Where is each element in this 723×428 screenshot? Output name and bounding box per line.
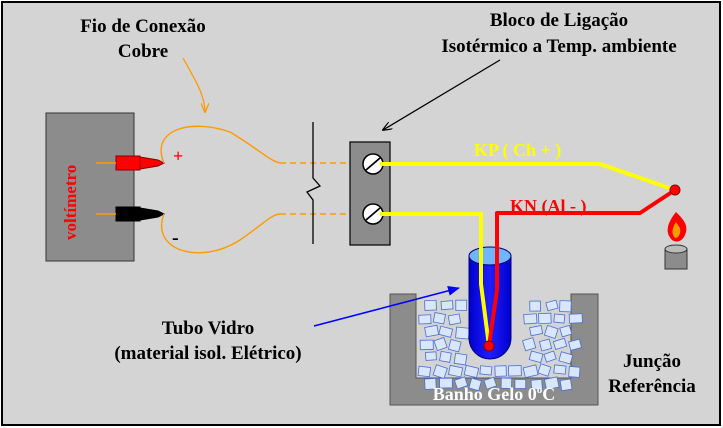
ice-cube <box>424 377 437 390</box>
ice-cube <box>455 326 470 340</box>
ice-cube <box>522 364 539 379</box>
ice-cube <box>522 337 537 352</box>
red-probe-body <box>115 155 141 171</box>
ice-cube <box>447 313 462 326</box>
flame-inner <box>672 222 681 238</box>
ice-cube <box>558 351 574 365</box>
ice-cube <box>523 313 538 325</box>
ice-cube <box>432 364 448 380</box>
voltmeter-body <box>45 112 135 262</box>
black-probe-tip <box>139 207 166 221</box>
ice-cube <box>439 350 452 363</box>
ice-cube <box>468 377 482 392</box>
ice-cube <box>440 300 454 311</box>
wire-title-line1: Fio de Conexão <box>80 16 206 37</box>
ice-cube <box>553 364 567 375</box>
ice-cube <box>463 364 480 379</box>
ice-cube <box>432 312 447 325</box>
ice-cube <box>559 300 572 313</box>
bath-label: Banho Gelo 0oC <box>433 384 556 404</box>
ice-cube <box>453 376 469 390</box>
ice-cubes <box>417 299 583 392</box>
terminal-block <box>349 141 391 246</box>
ice-cube <box>553 313 566 324</box>
ice-cube <box>538 312 552 325</box>
burner-top <box>664 244 688 254</box>
ice-cube <box>418 314 432 325</box>
block-title-line2: Isotérmico a Temp. ambiente <box>441 36 676 57</box>
ice-cube <box>552 337 568 351</box>
ice-cube <box>568 313 583 324</box>
ice-cube <box>455 299 468 311</box>
arrow-tube-title <box>313 285 460 327</box>
plus-sign: + <box>173 146 183 166</box>
junction-title-line2: Referência <box>608 376 696 397</box>
ice-cube <box>500 377 513 389</box>
tube-title-line2: (material isol. Elétrico) <box>114 343 301 364</box>
minus-sign: - <box>172 227 179 249</box>
arrow-wire-title <box>182 57 205 112</box>
kn-label: KN (Al - ) <box>510 196 586 217</box>
ice-cube <box>425 351 437 361</box>
tube-title-line1: Tubo Vidro <box>162 318 254 339</box>
ice-cube <box>543 324 559 340</box>
voltmeter: voltímetro + - <box>45 112 183 262</box>
ice-cube <box>559 324 573 338</box>
red-probe-tip <box>139 156 166 170</box>
block-title-line1: Bloco de Ligação <box>490 10 628 31</box>
ice-cube <box>447 364 464 378</box>
ice-cube <box>424 324 440 338</box>
ice-bath <box>389 293 599 406</box>
ice-cube <box>568 338 582 351</box>
voltmeter-label: voltímetro <box>61 165 80 240</box>
ice-cube <box>530 378 543 391</box>
burner <box>664 212 688 270</box>
ice-cube <box>447 338 462 353</box>
ice-cube <box>433 336 448 352</box>
ice-cube <box>417 365 432 378</box>
tube-opening <box>468 246 512 266</box>
kp-wire-to-junction <box>380 212 491 347</box>
screw-slot-top <box>365 157 381 171</box>
junction-title-line1: Junção <box>623 351 681 372</box>
wire-title-line2: Cobre <box>118 41 168 62</box>
ice-cube <box>537 363 552 377</box>
ice-cube <box>508 365 522 377</box>
ice-cube <box>438 325 454 338</box>
ice-cube <box>545 299 559 312</box>
wire-break-symbol <box>305 122 322 244</box>
ice-cube <box>568 366 581 378</box>
kp-wire <box>380 162 676 192</box>
copper-wire-top <box>160 125 281 164</box>
ice-cube <box>453 352 468 366</box>
ice-cube <box>494 365 507 377</box>
ice-cube <box>439 377 453 389</box>
ice-cube <box>514 379 527 389</box>
ice-cube <box>424 299 437 311</box>
ice-cube <box>529 325 544 337</box>
kn-wire <box>487 188 677 347</box>
ice-cube <box>483 376 498 390</box>
ice-cube <box>559 378 573 392</box>
ice-cube <box>543 376 560 391</box>
copper-wire-bottom <box>161 213 281 254</box>
ice-cube <box>538 338 553 352</box>
ice-cube <box>479 365 493 376</box>
ice-cube <box>543 350 557 363</box>
ice-cube <box>529 300 541 312</box>
ice-cube <box>528 350 544 364</box>
hot-junction <box>669 184 681 196</box>
reference-junction <box>483 340 495 352</box>
screw-slot-bottom <box>365 207 381 221</box>
kp-label: KP ( Ch + ) <box>474 140 561 161</box>
black-probe-body <box>115 206 141 222</box>
arrow-block-title <box>383 59 501 130</box>
ice-cube <box>419 339 434 351</box>
